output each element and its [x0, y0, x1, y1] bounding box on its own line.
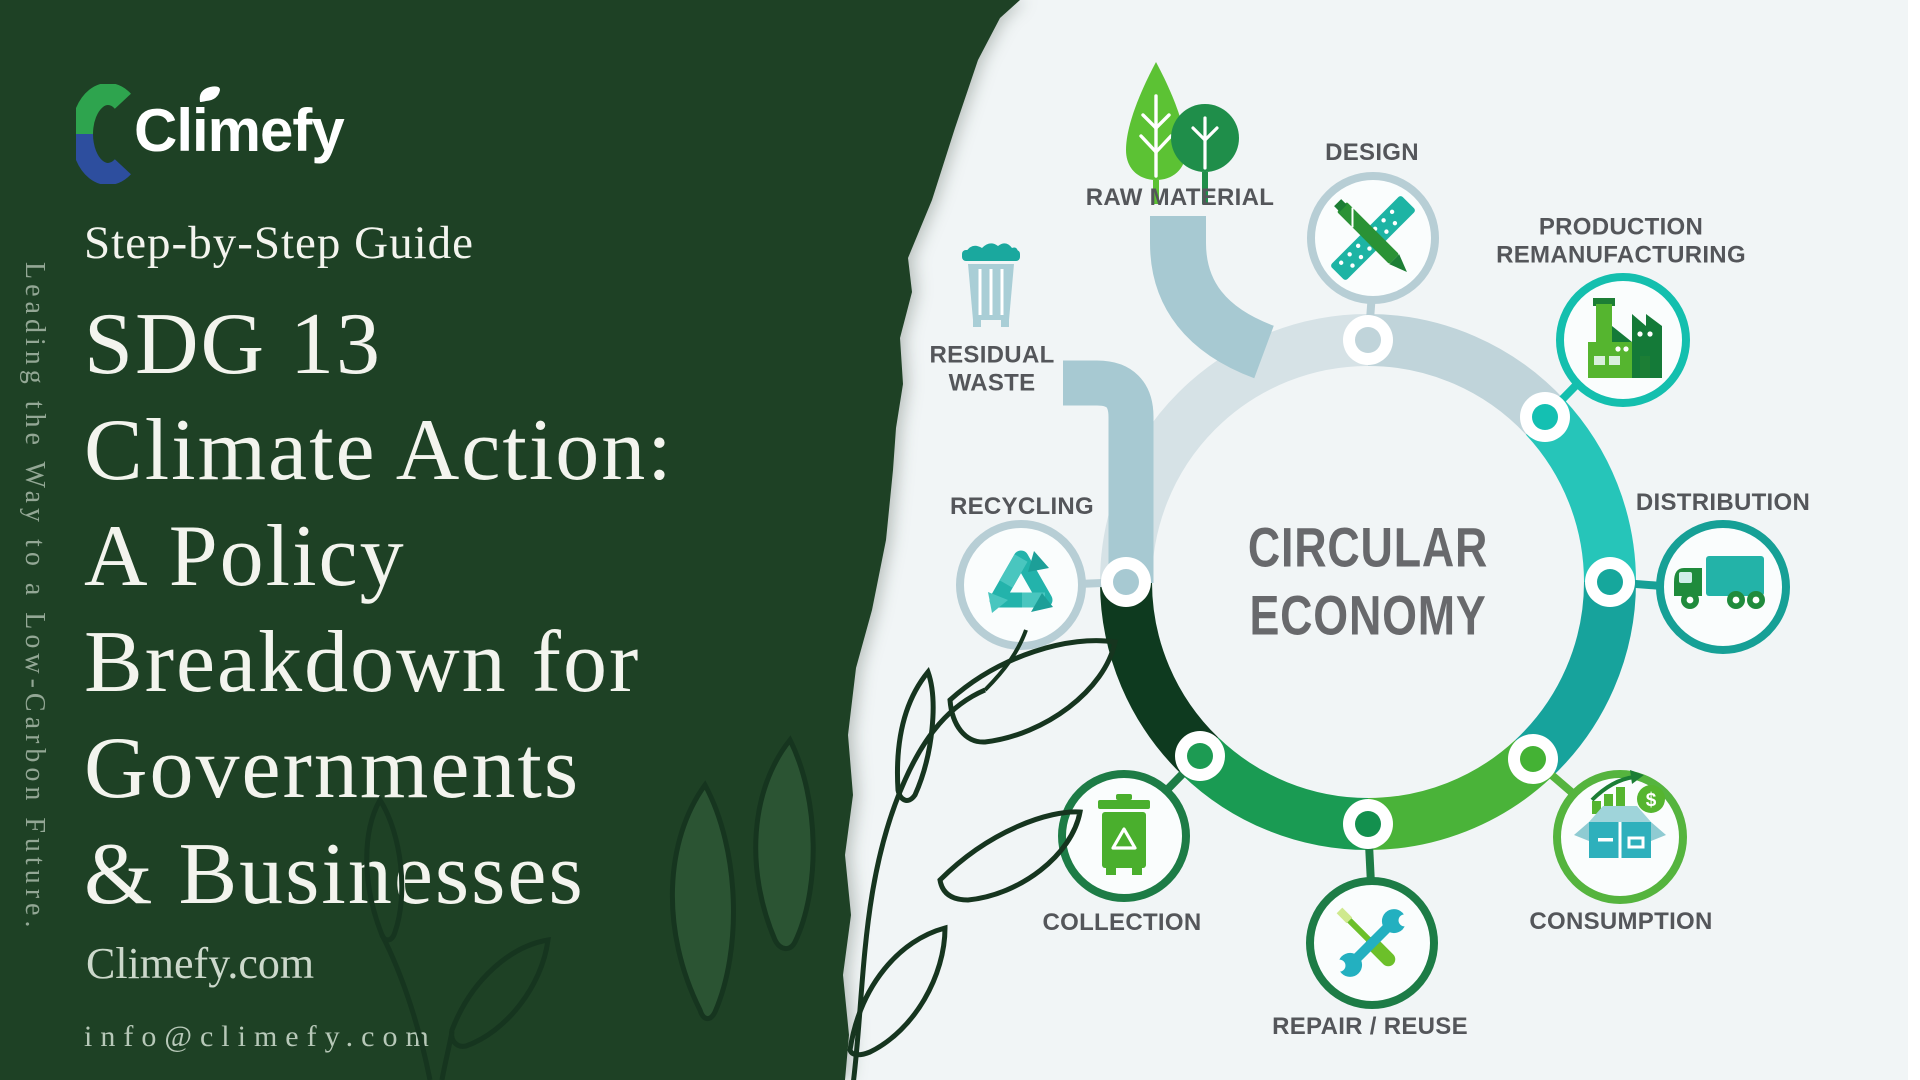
production-node-dot — [1532, 404, 1558, 430]
design-label: DESIGN — [1325, 138, 1419, 166]
website-text: Climefy.com — [86, 939, 315, 988]
consumption-box-icon: $ — [1574, 770, 1666, 858]
production-label: PRODUCTION REMANUFACTURING — [1496, 213, 1746, 269]
factory-icon — [1588, 298, 1662, 378]
svg-text:$: $ — [1646, 790, 1657, 811]
logo-leaf-icon — [199, 86, 220, 102]
logo-arc-blue — [76, 133, 131, 184]
consumption-node-dot — [1520, 746, 1546, 772]
residual-waste-branch — [1063, 360, 1154, 583]
trees-icon — [1126, 62, 1239, 204]
right-edge-strip — [1908, 0, 1920, 1080]
ruler-pen-icon — [1331, 196, 1415, 280]
collection-label: COLLECTION — [1042, 908, 1202, 936]
truck-icon — [1674, 556, 1765, 609]
recycle-arrows-icon — [988, 550, 1053, 613]
repair-node-dot — [1355, 811, 1381, 837]
raw-material-label: RAW MATERIAL — [1085, 183, 1275, 211]
residual-waste-label: RESIDUAL WASTE — [929, 341, 1055, 397]
ring-nodes — [1101, 315, 1635, 849]
eyebrow-title: Step-by-Step Guide — [84, 217, 475, 269]
climefy-logo-text: Climefy — [134, 97, 345, 164]
repair-reuse-label: REPAIR / REUSE — [1272, 1012, 1468, 1040]
collection-node-dot — [1187, 743, 1213, 769]
distribution-node-dot — [1597, 569, 1623, 595]
design-node-dot — [1355, 327, 1381, 353]
consumption-label: CONSUMPTION — [1529, 907, 1713, 935]
climefy-logo-mark — [76, 84, 131, 184]
recycling-node-dot — [1113, 569, 1139, 595]
distribution-label: DISTRIBUTION — [1635, 488, 1811, 516]
trash-bin-icon — [1098, 794, 1150, 875]
repair-tools-icon — [1333, 907, 1411, 977]
raw-material-branch — [1150, 216, 1275, 379]
email-text: info@climefy.com — [84, 1020, 437, 1053]
poster-headline: SDG 13 Climate Action: A Policy Breakdow… — [84, 296, 674, 923]
recycling-label: RECYCLING — [949, 492, 1095, 520]
diagram-center-title: CIRCULAR ECONOMY — [1247, 515, 1489, 647]
vertical-tagline: Leading the Way to a Low-Carbon Future. — [19, 262, 50, 933]
waste-can-icon — [962, 243, 1020, 327]
logo-arc-green — [76, 84, 131, 135]
